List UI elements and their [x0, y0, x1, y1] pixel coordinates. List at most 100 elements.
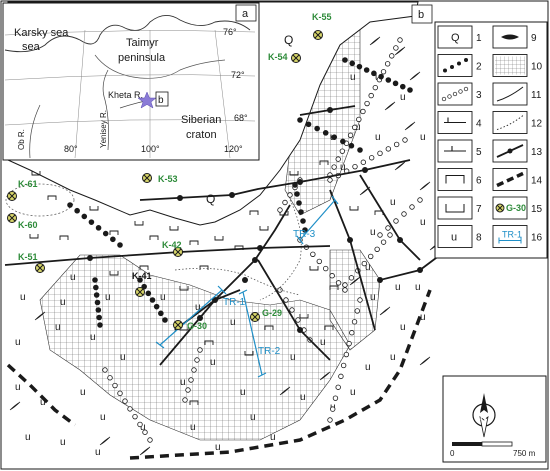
filled-dot [95, 307, 102, 313]
legend-number: 8 [476, 233, 482, 244]
legend-swatch [437, 225, 473, 248]
dotted-contacts [174, 199, 302, 301]
filled-dot [93, 292, 100, 298]
open-circle [377, 232, 383, 238]
filled-dot [357, 147, 363, 153]
u-symbol: u [355, 122, 361, 133]
u-symbol: u [190, 422, 196, 433]
borehole-label: K-60 [18, 220, 38, 230]
u-symbol: u [365, 262, 371, 273]
filled-dot [305, 121, 312, 128]
legend-borehole-cross [496, 204, 504, 212]
inset-label-craton: craton [186, 129, 217, 141]
u-symbol: u [95, 447, 101, 458]
fault-dot [252, 257, 258, 263]
filled-dot [117, 242, 123, 248]
filled-dot [300, 218, 306, 224]
filled-dot [162, 317, 168, 323]
inset-label-kheta: Kheta R. [108, 90, 143, 100]
open-circle [112, 382, 118, 389]
borehole-label: K-51 [18, 252, 38, 262]
open-circle [417, 197, 423, 203]
bracket-symbol [289, 171, 299, 176]
filled-dot [302, 227, 308, 233]
inset-panel-box [235, 4, 257, 22]
legend-open-circle [447, 94, 452, 99]
filled-dot [149, 297, 156, 303]
filled-dot-dikes [67, 57, 413, 328]
u-symbol: u [60, 297, 66, 308]
u-symbol: u [375, 72, 381, 83]
inset-lon-100: 100° [141, 144, 160, 154]
filled-dot [92, 277, 98, 283]
bracket-symbol [179, 286, 189, 291]
open-circle [316, 258, 322, 265]
open-circle [289, 307, 295, 313]
open-circle [287, 192, 293, 198]
open-circle [277, 207, 283, 213]
legend-number: 16 [531, 233, 543, 244]
bracket-symbol [149, 235, 159, 240]
scale-box: N 0 750 m [442, 375, 547, 463]
ob-river [29, 104, 41, 159]
filled-dot [331, 134, 338, 140]
filled-dot [385, 77, 392, 83]
borehole-label: G-30 [187, 321, 207, 331]
inset-map: Karsky sea sea Taimyr peninsula Siberian… [2, 2, 260, 161]
u-symbol: u [90, 332, 96, 343]
inset-label-sea: sea [22, 41, 41, 53]
lat-68-line [4, 119, 256, 126]
borehole-cross [251, 313, 259, 321]
filled-dot [141, 283, 147, 290]
fault-dot [177, 195, 183, 201]
fault-dot [417, 267, 423, 273]
inset-coastline [4, 15, 251, 53]
legend-number: 11 [531, 90, 542, 101]
legend-thick-dashed-icon [496, 171, 524, 188]
borehole-cross [314, 31, 322, 39]
u-symbol: u [415, 282, 421, 293]
open-circle [374, 246, 380, 252]
filled-dot [371, 70, 377, 77]
filled-dot [349, 60, 356, 67]
lens-symbol [384, 101, 396, 111]
borehole-label: K-53 [158, 174, 178, 184]
fault-dot [197, 315, 203, 321]
u-symbol: u [270, 432, 276, 443]
filled-dot [399, 83, 406, 90]
u-symbol: u [375, 132, 381, 143]
legend-number: 14 [531, 176, 543, 187]
u-symbol: u [400, 92, 406, 103]
lon-80-line [74, 29, 86, 159]
filled-dot [74, 207, 80, 214]
lens-symbol [359, 186, 371, 196]
legend-number: 2 [476, 62, 482, 73]
u-symbol: u [230, 317, 236, 328]
q-label-center: Q [206, 192, 215, 206]
inset-label-taimyr: Taimyr [126, 37, 159, 49]
contact-dotted [259, 199, 302, 301]
borehole-label: K-54 [268, 52, 288, 62]
lat-76-line [4, 30, 256, 36]
legend-swatch [437, 54, 473, 77]
open-circle [385, 146, 392, 152]
u-symbol: u [215, 442, 221, 453]
borehole-cross [174, 321, 182, 329]
open-circle [107, 375, 113, 381]
open-circle [393, 45, 399, 51]
lens-symbol [9, 401, 21, 411]
bracket-symbol [59, 235, 69, 240]
u-symbol: u [350, 72, 356, 83]
open-circle [352, 124, 358, 131]
u-symbol: u [420, 312, 426, 323]
boreholes: K-55K-54K-53K-61K-60K-51K-42K-41G-30G-29 [7, 12, 332, 331]
legend-number: 9 [531, 33, 537, 44]
filled-dot [342, 57, 348, 63]
fault-dot [397, 237, 403, 243]
open-circle [357, 297, 363, 303]
traverses [155, 195, 339, 378]
open-circle [360, 108, 366, 115]
legend-number: 7 [476, 204, 482, 215]
